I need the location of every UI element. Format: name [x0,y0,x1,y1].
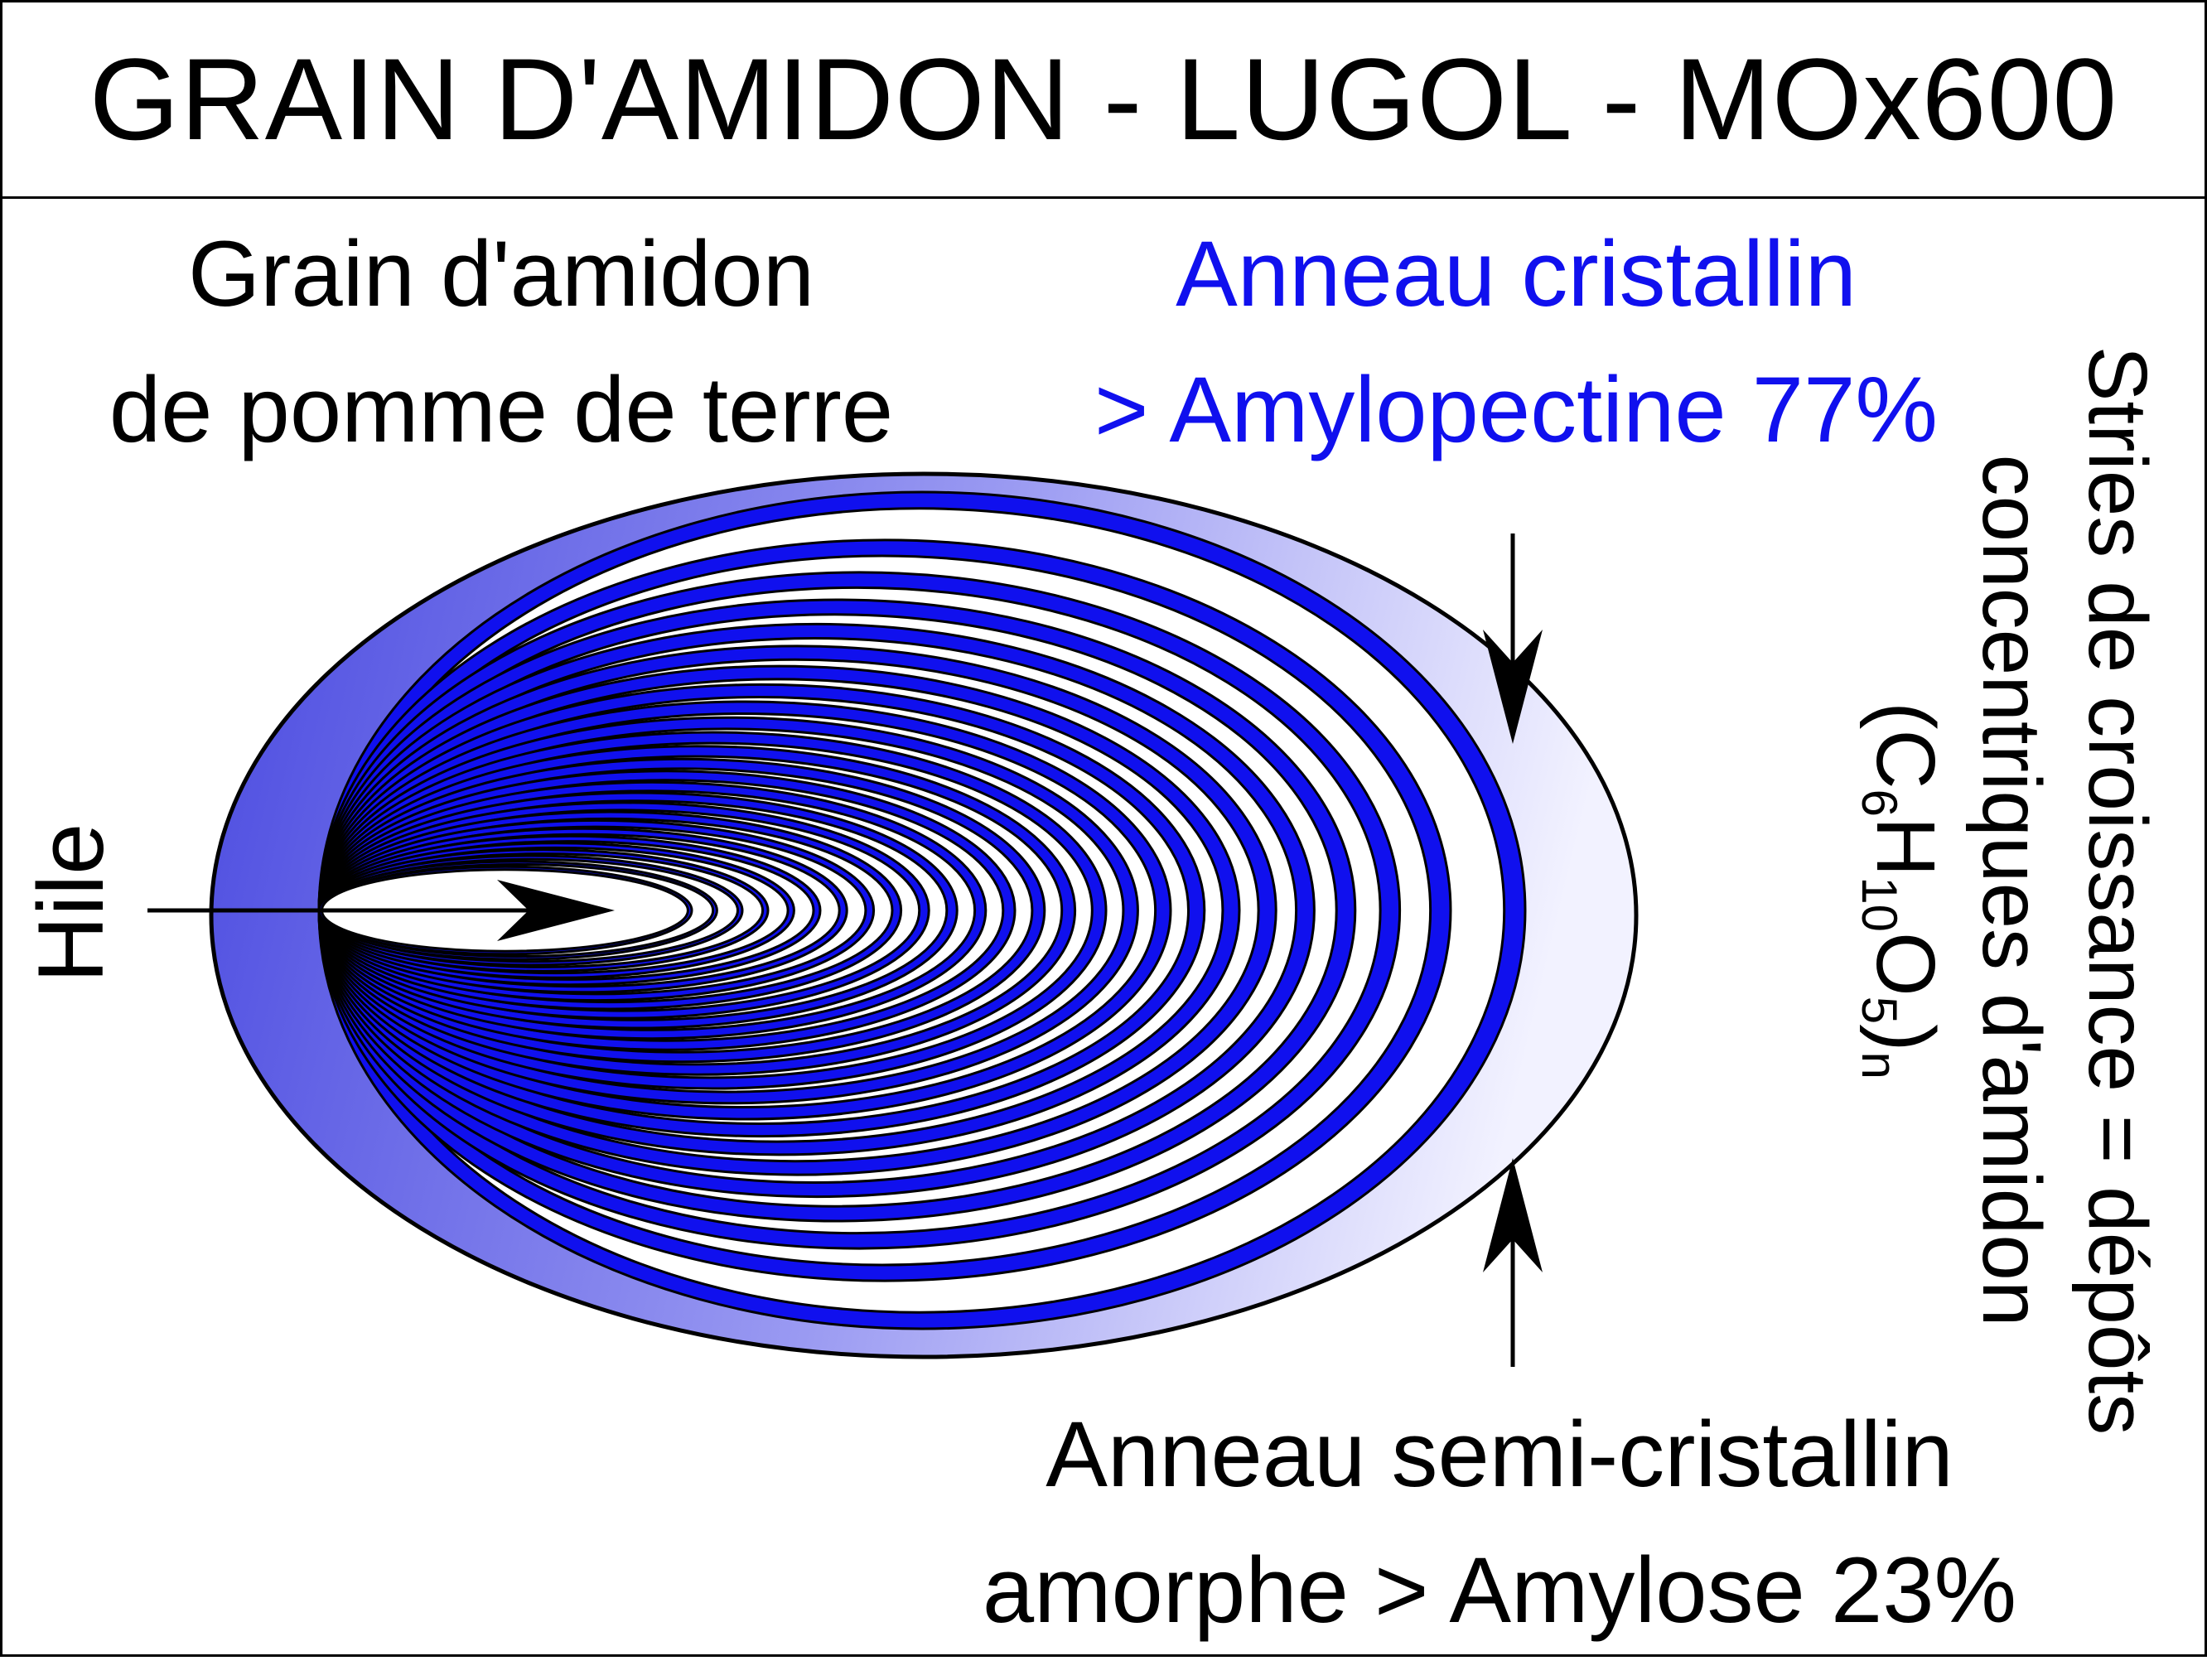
hile-arrowhead [497,880,615,941]
starch-formula: (C6H10O5)n [1826,290,1958,1491]
semi-crystalline-ring-label: Anneau semi-cristallin amorphe > Amylose… [878,1408,2121,1680]
formula-close: ) [1859,1024,1952,1052]
semi-crystalline-ring-line2: amorphe > Amylose 23% [982,1538,2017,1642]
diagram-title: GRAIN D'AMIDON - LUGOL - MOx600 [89,34,2118,164]
formula-c-sub: 6 [1852,789,1907,818]
formula-n-sub: n [1852,1051,1907,1079]
formula-h: H [1859,817,1952,877]
semi-crystalline-ring-line1: Anneau semi-cristallin [1046,1402,1953,1506]
grain-description: Grain d'amidon de pomme de terre [25,228,978,500]
cristallin-arrowhead [1483,630,1543,744]
grain-description-line1: Grain d'amidon [188,222,814,326]
annotation-arrows [147,533,1543,1367]
growth-striae-label: Stries de croissance = dépôts concentriq… [1826,290,2171,1491]
formula-o-sub: 5 [1852,996,1907,1025]
growth-striae-line1: Stries de croissance = dépôts [2071,345,2164,1436]
crystalline-ring-line1: Anneau cristallin [1176,222,1857,326]
crystalline-ring-label: Anneau cristallin > Amylopectine 77% [978,228,2055,500]
hilum-label: Hile [19,823,123,983]
semi-cristallin-arrowhead [1483,1158,1543,1272]
crystalline-ring-line2: > Amylopectine 77% [1094,358,1938,461]
formula-open: (C [1859,702,1952,789]
formula-h-sub: 10 [1852,876,1907,932]
concentric-rings [209,471,1639,1359]
growth-striae-line2: concentriques d'amidon [1965,454,2058,1327]
title-bar: GRAIN D'AMIDON - LUGOL - MOx600 [0,0,2207,199]
grain-description-line2: de pomme de terre [109,358,894,461]
formula-o: O [1859,932,1952,997]
